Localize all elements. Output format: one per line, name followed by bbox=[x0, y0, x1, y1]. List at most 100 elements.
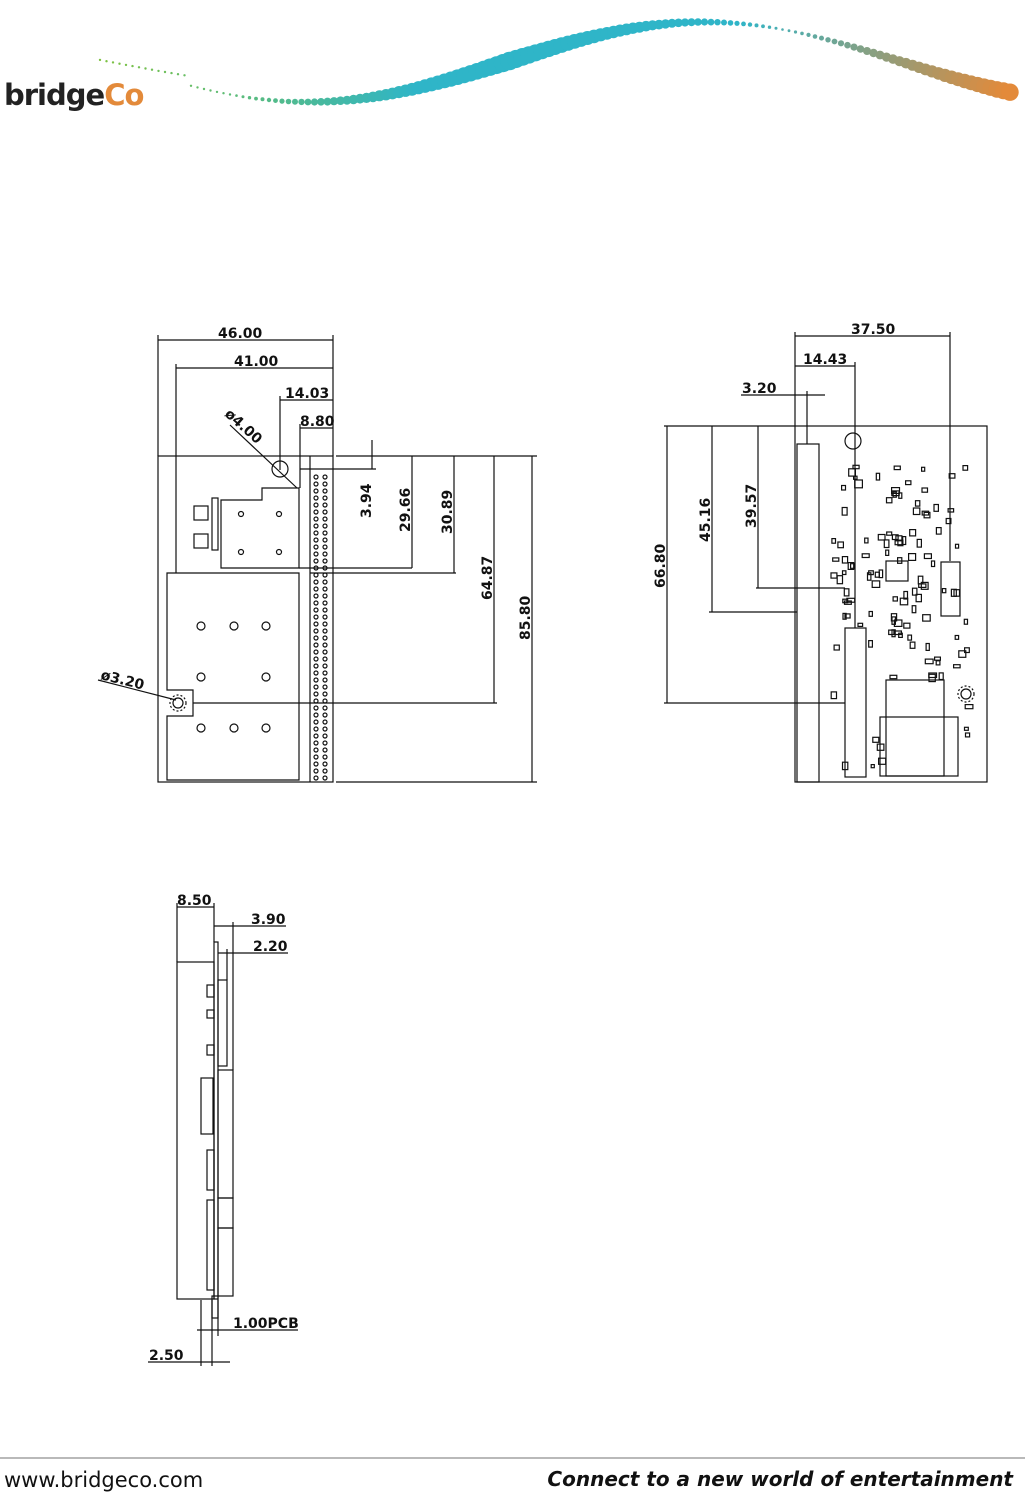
dim-front-85-80: 85.80 bbox=[518, 595, 534, 640]
smd-part bbox=[954, 665, 961, 668]
smd-part bbox=[908, 635, 912, 640]
smd-part bbox=[869, 612, 872, 617]
smd-part bbox=[942, 589, 945, 593]
dim-front-29-66: 29.66 bbox=[398, 488, 414, 532]
header-pin bbox=[314, 671, 318, 675]
smd-part bbox=[869, 641, 873, 648]
smd-part bbox=[955, 636, 958, 640]
dim-front-8-80: 8.80 bbox=[300, 414, 335, 430]
smd-part bbox=[910, 530, 916, 536]
header-pin bbox=[314, 496, 318, 500]
header-pin bbox=[314, 489, 318, 493]
header-pin bbox=[314, 587, 318, 591]
upper-module bbox=[221, 488, 299, 568]
header-pin bbox=[323, 713, 327, 717]
dim-hole-4: ø4.00 bbox=[221, 406, 265, 448]
header-pin bbox=[323, 615, 327, 619]
header-pin bbox=[314, 734, 318, 738]
smd-part bbox=[912, 606, 916, 613]
dim-back-37-50: 37.50 bbox=[851, 322, 896, 338]
smd-part bbox=[890, 675, 897, 678]
header-pin bbox=[314, 755, 318, 759]
smd-part bbox=[916, 501, 920, 506]
smd-part bbox=[858, 623, 863, 626]
header-pin bbox=[323, 720, 327, 724]
smd-part bbox=[932, 561, 935, 567]
header-pin bbox=[314, 685, 318, 689]
header-pin bbox=[323, 489, 327, 493]
header-pin bbox=[314, 706, 318, 710]
header-pin bbox=[323, 538, 327, 542]
smd-part bbox=[872, 581, 880, 588]
back-hole bbox=[845, 433, 861, 449]
header-pin bbox=[323, 664, 327, 668]
header-pin bbox=[323, 734, 327, 738]
header-pin bbox=[323, 594, 327, 598]
smd-part bbox=[887, 532, 892, 535]
smd-part bbox=[926, 644, 929, 651]
smd-part bbox=[936, 528, 941, 535]
header-pin bbox=[314, 650, 318, 654]
footer-url[interactable]: www.bridgeco.com bbox=[4, 1468, 203, 1492]
dim-front-30-89: 30.89 bbox=[440, 490, 456, 534]
header-pin bbox=[323, 748, 327, 752]
header-pin bbox=[323, 587, 327, 591]
header-pin bbox=[323, 622, 327, 626]
front-board-outline bbox=[158, 456, 333, 782]
header-pin bbox=[323, 685, 327, 689]
header-pin bbox=[323, 755, 327, 759]
smd-part bbox=[831, 573, 837, 578]
header-pin bbox=[323, 727, 327, 731]
dim-front-14-03: 14.03 bbox=[285, 386, 329, 402]
dim-front-3-94: 3.94 bbox=[359, 483, 375, 518]
header-pin bbox=[314, 769, 318, 773]
smd-part bbox=[842, 508, 847, 516]
smd-part bbox=[899, 493, 902, 498]
smd-components bbox=[831, 465, 973, 769]
footer-tagline: Connect to a new world of entertainment bbox=[547, 1467, 1013, 1491]
smd-part bbox=[834, 645, 839, 650]
smd-part bbox=[887, 498, 892, 503]
smd-part bbox=[842, 486, 846, 491]
smd-part bbox=[922, 488, 928, 492]
header-pin bbox=[323, 503, 327, 507]
dim-side-2-20: 2.20 bbox=[253, 939, 288, 955]
footer-rule bbox=[0, 1457, 1025, 1459]
header-pin bbox=[314, 622, 318, 626]
header-pin bbox=[323, 601, 327, 605]
header-pin bbox=[314, 608, 318, 612]
header-pin bbox=[314, 657, 318, 661]
header-pin bbox=[323, 678, 327, 682]
header-pin bbox=[323, 517, 327, 521]
header-pin bbox=[314, 538, 318, 542]
smd-part bbox=[923, 615, 931, 621]
smd-part bbox=[913, 508, 919, 515]
header-pin bbox=[314, 531, 318, 535]
header-pin bbox=[323, 475, 327, 479]
header-pin bbox=[314, 741, 318, 745]
header-pin bbox=[323, 510, 327, 514]
header-pin bbox=[323, 762, 327, 766]
dim-side-8-50: 8.50 bbox=[177, 893, 212, 909]
header-pin bbox=[323, 545, 327, 549]
smd-part bbox=[831, 692, 836, 699]
smd-part bbox=[837, 576, 842, 584]
smd-part bbox=[871, 765, 874, 768]
header-pin bbox=[323, 671, 327, 675]
smd-part bbox=[965, 727, 969, 730]
header-pin bbox=[323, 559, 327, 563]
header-pin bbox=[323, 531, 327, 535]
smd-part bbox=[965, 705, 973, 709]
header-pin bbox=[314, 629, 318, 633]
header-pin bbox=[314, 615, 318, 619]
header-pin bbox=[323, 643, 327, 647]
smd-part bbox=[906, 481, 911, 485]
smd-part bbox=[865, 538, 868, 543]
header-pin bbox=[314, 517, 318, 521]
header-pin bbox=[323, 741, 327, 745]
connector-strip bbox=[797, 444, 819, 782]
pin-header bbox=[314, 475, 327, 780]
dim-side-2-50: 2.50 bbox=[149, 1348, 184, 1364]
smd-part bbox=[936, 661, 940, 665]
header-pin bbox=[314, 503, 318, 507]
